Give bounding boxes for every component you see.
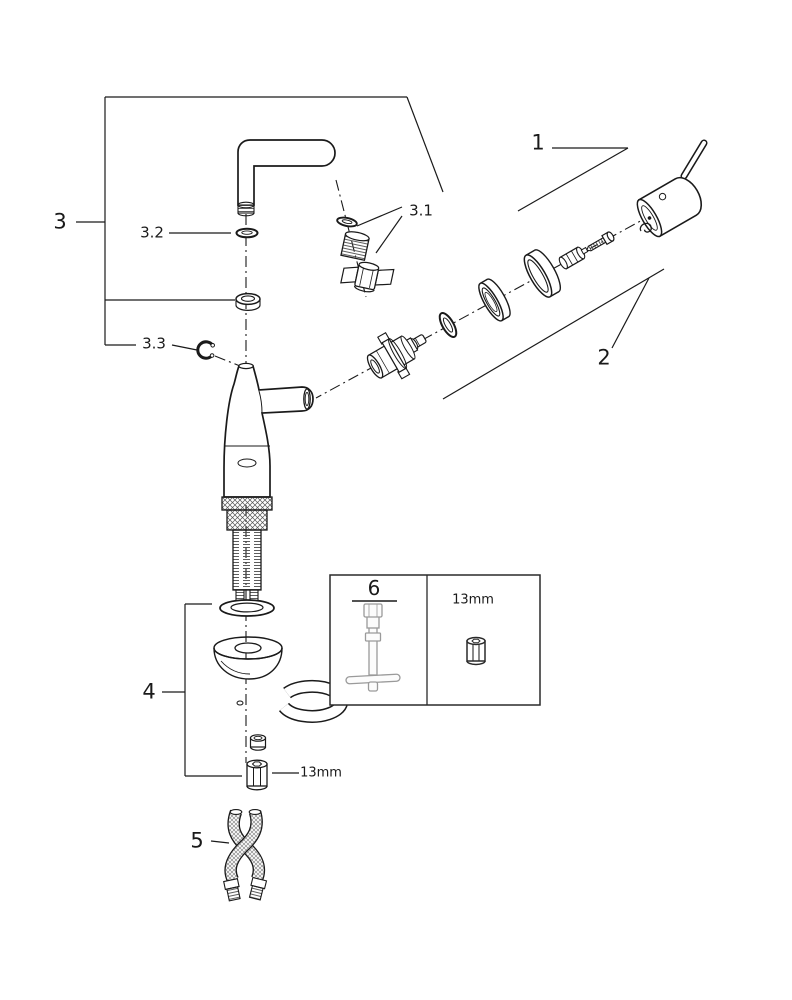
callout-part-3-3: 3.3 xyxy=(142,334,166,353)
supply-hoses xyxy=(223,809,268,902)
callout-part-3-1: 3.1 xyxy=(409,201,433,220)
threaded-shank xyxy=(221,496,273,604)
callout-part-3-2: 3.2 xyxy=(140,223,164,242)
callout-part-2: 2 xyxy=(597,345,611,370)
faucet-spout xyxy=(237,139,336,217)
cartridge-o-ring xyxy=(438,311,458,339)
o-ring-spout xyxy=(235,227,259,239)
mounting-saddle xyxy=(213,636,283,680)
horseshoe-bracket xyxy=(236,679,349,723)
faucet-body xyxy=(223,362,314,498)
adapter-ring xyxy=(235,292,261,311)
base-gasket xyxy=(219,599,275,617)
callout-part-1: 1 xyxy=(531,130,545,155)
valve-insert xyxy=(558,246,589,270)
handle-assembly xyxy=(636,139,708,238)
escutcheon-ring xyxy=(478,278,511,322)
callout-part-6: 6 xyxy=(367,576,381,600)
mounting-nut xyxy=(249,734,267,751)
inset-wrench-size-label: 13mm xyxy=(452,592,494,608)
mounting-tool-icon xyxy=(345,603,401,692)
spring-clip xyxy=(639,222,652,233)
wrench-size-label: 13mm xyxy=(300,765,342,781)
callout-part-5: 5 xyxy=(190,828,204,853)
callout-part-4: 4 xyxy=(142,679,156,704)
leader-lines xyxy=(76,96,665,844)
handle-cap xyxy=(523,249,562,298)
aerator-thread-sleeve xyxy=(340,231,370,262)
cartridge xyxy=(366,331,427,380)
handle-screw xyxy=(585,231,615,252)
inset-hex-nut xyxy=(466,636,486,666)
hex-standoff xyxy=(246,759,268,791)
mousseur xyxy=(340,261,395,293)
callout-part-3: 3 xyxy=(53,209,67,234)
inset-box xyxy=(329,574,541,706)
aerator-o-ring xyxy=(336,216,358,228)
aerator-assembly xyxy=(336,216,395,293)
retaining-clip xyxy=(196,340,215,360)
